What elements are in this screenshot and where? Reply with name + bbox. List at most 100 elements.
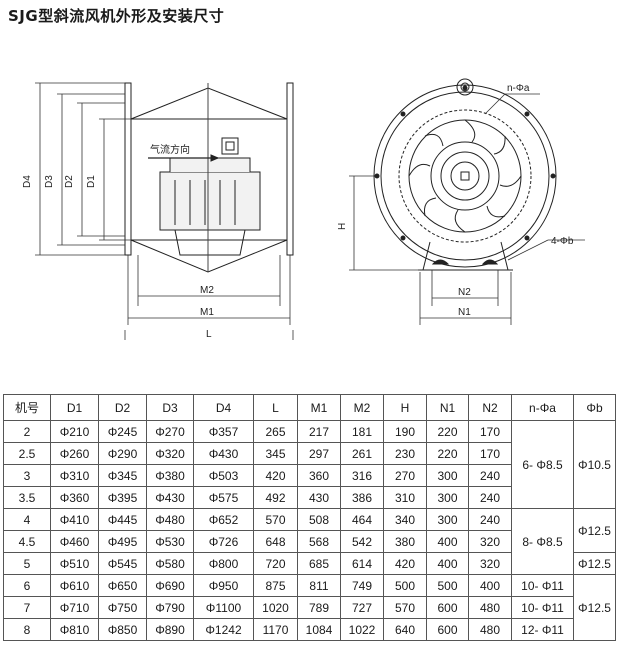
bolt-hole [400,235,406,241]
table-cell: 542 [340,530,384,553]
table-cell: 6 [3,574,51,597]
table-cell: 240 [468,464,512,487]
dimension-table: 机号 D1 D2 D3 D4 L M1 M2 H N1 N2 n-Φa Φb 2… [3,394,616,641]
table-cell: 7 [3,596,51,619]
table-cell: 386 [340,486,384,509]
casing-top [130,87,288,120]
casing-bottom [130,239,288,273]
table-cell: 2.5 [3,442,51,465]
table-cell: 492 [253,486,298,509]
blade [424,133,444,147]
airflow-label: 气流方向 [150,143,190,156]
table-cell: 2 [3,420,51,443]
table-cell: 300 [426,486,469,509]
table-cell: 1170 [253,618,298,641]
blade [454,209,466,233]
table-cell: 3 [3,464,51,487]
table-cell: Φ210 [50,420,99,443]
table-cell: 300 [426,508,469,531]
blade [408,163,431,177]
table-cell: Φ652 [193,508,254,531]
table-cell: 316 [340,464,384,487]
table-cell-base-hole: Φ12.5 [573,552,616,575]
table-cell-hole-spec: 8- Φ8.5 [511,508,574,575]
hub-outer [430,141,500,211]
table-cell: Φ610 [50,574,99,597]
shaft-nut [460,171,470,181]
table-cell: 230 [383,442,427,465]
table-cell: 1020 [253,596,298,619]
table-cell: 811 [297,574,341,597]
table-cell: 340 [383,508,427,531]
col-header: L [253,394,298,421]
table-cell: Φ850 [98,618,147,641]
col-header: D1 [50,394,99,421]
dim-d3: D3 [44,175,55,188]
table-cell: 3.5 [3,486,51,509]
table-cell: Φ710 [50,596,99,619]
table-cell: 170 [468,420,512,443]
bolt-hole [524,111,530,117]
table-cell: 190 [383,420,427,443]
table-cell: Φ810 [50,618,99,641]
col-header: M1 [297,394,341,421]
table-cell: 727 [340,596,384,619]
table-cell: 310 [383,486,427,509]
col-header: Φb [573,394,616,421]
table-cell: Φ310 [50,464,99,487]
table-cell: 240 [468,486,512,509]
table-cell: 261 [340,442,384,465]
table-cell-hole-spec: 12- Φ11 [511,618,574,641]
lifting-eye [456,78,474,96]
table-cell: Φ357 [193,420,254,443]
table-cell: Φ430 [193,442,254,465]
side-view-vertical-dims [35,82,131,256]
dim-m2: M2 [200,285,214,296]
table-cell: Φ890 [146,618,194,641]
base-stand [422,241,509,271]
dim-d2: D2 [64,175,75,188]
hole-label-top: n-Φa [507,83,530,94]
table-cell: Φ545 [98,552,147,575]
blade [499,175,522,187]
table-cell: Φ750 [98,596,147,619]
table-cell: 508 [297,508,341,531]
technical-drawing: 气流方向 D4 D3 D2 D1 M2 M1 L [22,78,585,340]
table-cell: Φ460 [50,530,99,553]
table-cell: 170 [468,442,512,465]
table-cell: 500 [383,574,427,597]
table-cell: 600 [426,596,469,619]
table-cell: 570 [383,596,427,619]
motor-body [159,171,261,231]
table-cell: Φ580 [146,552,194,575]
table-cell: Φ320 [146,442,194,465]
table-cell: 685 [297,552,341,575]
table-cell: 181 [340,420,384,443]
col-header: D2 [98,394,147,421]
mounting-slot [431,259,450,265]
table-cell: 380 [383,530,427,553]
table-cell: Φ690 [146,574,194,597]
left-flange [124,82,132,256]
col-header: N1 [426,394,469,421]
table-cell: Φ575 [193,486,254,509]
table-cell: 568 [297,530,341,553]
table-cell: Φ1100 [193,596,254,619]
bolt-hole [462,85,468,91]
table-cell: 240 [468,508,512,531]
table-cell: 420 [253,464,298,487]
dim-n2: N2 [458,287,471,298]
motor-mount [174,229,246,256]
table-cell: 570 [253,508,298,531]
table-cell: Φ380 [146,464,194,487]
table-cell: 217 [297,420,341,443]
table-header-row: 机号 D1 D2 D3 D4 L M1 M2 H N1 N2 n-Φa Φb [3,394,616,421]
table-cell: Φ430 [146,486,194,509]
table-cell: 265 [253,420,298,443]
right-flange [286,82,294,256]
